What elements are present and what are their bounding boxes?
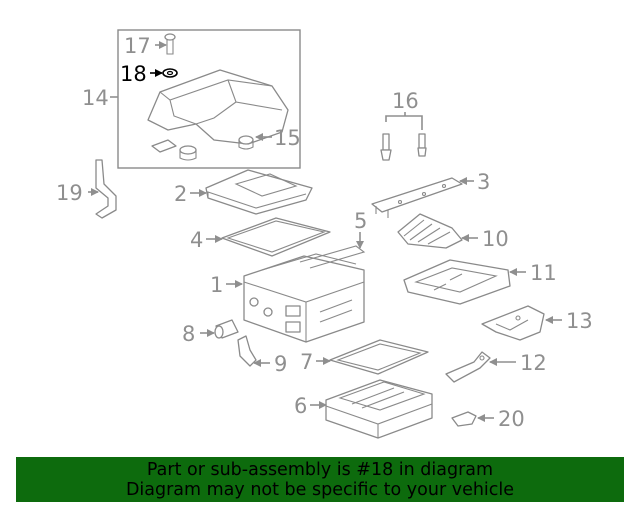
disclaimer-line-2: Diagram may not be specific to your vehi… (125, 480, 515, 500)
callout-10: 10 (482, 227, 509, 251)
part-6-base-tray (325, 379, 433, 439)
part-8-fitting (214, 319, 239, 339)
callout-8: 8 (182, 322, 195, 346)
part-20-clip (451, 411, 477, 427)
callout-2: 2 (174, 182, 187, 206)
callout-12: 12 (520, 351, 547, 375)
parts-diagram: 17 18 14 16 15 19 2 3 5 4 10 1 11 13 8 9… (56, 29, 593, 439)
callout-7: 7 (300, 350, 313, 374)
part-1-housing (243, 253, 365, 343)
part-7-plate (329, 339, 429, 375)
callout-1: 1 (210, 273, 223, 297)
part-17-bolt (164, 33, 176, 55)
part-19-hose (95, 159, 117, 219)
part-9-hose (237, 335, 257, 367)
callout-20: 20 (498, 407, 525, 431)
part-12-bracket (445, 351, 491, 383)
part-15-nut (238, 135, 254, 150)
callout-4: 4 (190, 228, 203, 252)
part-13-bracket (481, 305, 545, 341)
callout-3: 3 (477, 170, 490, 194)
callout-16: 16 (392, 89, 419, 113)
part-18-washer (162, 68, 178, 78)
part-14-cover (147, 69, 289, 145)
callout-9: 9 (274, 352, 287, 376)
disclaimer-banner: Part or sub-assembly is #18 in diagram D… (16, 457, 624, 502)
part-10-duct (397, 213, 463, 249)
part-16-sensors (380, 112, 427, 161)
callout-15: 15 (274, 126, 301, 150)
part-11-tray (403, 259, 511, 305)
part-3-bracket (371, 177, 463, 218)
callout-17: 17 (124, 34, 151, 58)
part-14-grommet (179, 145, 197, 161)
part-14-pad (151, 139, 177, 153)
callout-13: 13 (566, 309, 593, 333)
callout-14: 14 (82, 86, 109, 110)
callout-6: 6 (294, 394, 307, 418)
callout-19: 19 (56, 181, 83, 205)
part-5-seal (299, 245, 366, 269)
callout-5: 5 (354, 209, 367, 233)
callout-18: 18 (120, 62, 147, 86)
part-2-cover-plate (205, 169, 313, 215)
disclaimer-line-1: Part or sub-assembly is #18 in diagram (146, 460, 494, 480)
callout-11: 11 (530, 261, 557, 285)
